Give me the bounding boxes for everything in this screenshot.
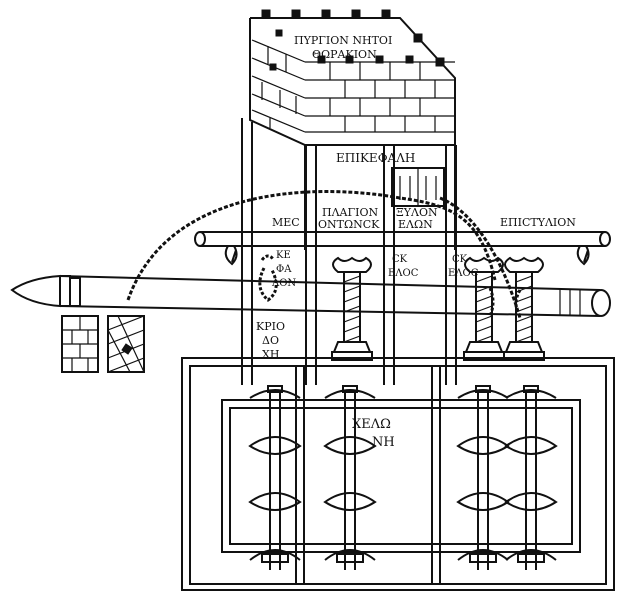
frame-posts	[241, 118, 457, 385]
wheel-icon	[456, 492, 510, 511]
label-fa: ΦΑ	[276, 264, 292, 275]
wheel-icon	[248, 492, 302, 511]
chain-wraps-icon	[488, 287, 522, 317]
wheel-icon	[504, 436, 558, 455]
wheel-icon	[324, 549, 376, 561]
tower-brick-rows	[251, 39, 306, 133]
wheel-icon	[249, 549, 301, 561]
wheel-axles	[248, 385, 558, 570]
label-do: ΔΟ	[262, 334, 279, 347]
chain-loop-icon	[258, 254, 278, 302]
beam-edges	[200, 231, 605, 247]
beam-end-left	[194, 231, 206, 247]
label-ke: ΚΕ	[276, 250, 291, 261]
base-core-inner	[229, 407, 573, 545]
label-krio: ΚΡΙΟ	[256, 320, 285, 333]
ram-collar	[60, 275, 81, 307]
axle-foot	[517, 553, 545, 563]
wheel-icon	[456, 436, 510, 455]
capital-3-icon	[504, 256, 544, 273]
column-capitals	[332, 256, 544, 273]
label-skelos-a-1: ϹΚ	[392, 254, 408, 265]
ram-bands	[559, 289, 581, 316]
base-core-frame	[221, 399, 581, 553]
ram	[10, 274, 611, 317]
chelone-base	[181, 357, 615, 591]
axle-d	[525, 390, 537, 570]
wheel-icon	[324, 389, 376, 399]
wheel-icon	[457, 549, 509, 561]
tower: ΠΥΡΓΙΟΝ ΝΗΤΟΙ ΘΩΡΑΚΙΟΝ	[249, 9, 456, 250]
label-skelos-a-2: ΕΛΟϹ	[388, 268, 419, 279]
axle-cap	[267, 385, 283, 393]
ram-shaft	[59, 275, 601, 317]
wheel-icon	[504, 492, 558, 511]
wheel-icon	[457, 389, 509, 399]
label-skelos-b-2: ΕΛΟϹ	[448, 268, 479, 279]
label-skelos-b-1: ϹΚ	[452, 254, 468, 265]
wheel-icon	[505, 389, 557, 399]
label-chi: ΧΗ	[262, 348, 279, 361]
label-plagion: ΠΛΑΓΙΟΝ	[322, 206, 378, 219]
label-ontonsk: ΟΝΤΩΝϹΚ	[318, 218, 380, 231]
wheel-icon	[248, 436, 302, 455]
capital-2-icon	[464, 256, 504, 273]
leaf-right-icon	[576, 245, 590, 266]
base-inner-frame	[189, 365, 607, 585]
axle-a	[269, 390, 281, 570]
base-dividers	[295, 366, 441, 584]
wheel-icon	[505, 549, 557, 561]
capital-1-icon	[332, 256, 372, 273]
axle-foot	[469, 553, 497, 563]
axle-cap	[342, 385, 358, 393]
wheel-icon	[323, 492, 377, 511]
beam-end-right	[599, 231, 611, 247]
epikephali-housing: ΕΠΙΚΕΦΑΛΗ	[336, 151, 445, 207]
label-chelo: ΧΕΛΩ	[352, 417, 391, 432]
axle-cap	[523, 385, 539, 393]
wheel-icon	[249, 389, 301, 399]
wheel-icon	[323, 436, 377, 455]
axle-b	[344, 390, 356, 570]
leaf-left-icon	[224, 245, 238, 266]
ram-shaft-end	[591, 289, 611, 317]
wall-fragments	[61, 315, 145, 373]
tower-outline-left	[249, 18, 455, 146]
axle-foot	[261, 553, 289, 563]
label-mes: ΜΕϹ	[272, 216, 300, 229]
chain-rope	[126, 190, 497, 301]
tower-label-pyrgion: ΠΥΡΓΙΟΝ ΝΗΤΟΙ	[294, 34, 392, 47]
axle-cap	[475, 385, 491, 393]
label-lon: ΛΟΝ	[271, 278, 296, 289]
tower-label-thorakion: ΘΩΡΑΚΙΟΝ	[312, 48, 377, 61]
axle-c	[477, 390, 489, 570]
label-xylon: ΞΥΛΟΝ	[396, 206, 438, 219]
base-outer-frame	[181, 357, 615, 591]
tower-brick-rows-right	[305, 61, 455, 133]
label-epistylion: ΕΠΙϹΤΥΛΙΟΝ	[500, 216, 576, 229]
label-ne: ΝΗ	[372, 435, 395, 450]
label-elon: ΕΛΩΝ	[398, 218, 433, 231]
tower-battlements	[261, 9, 445, 71]
axle-foot	[336, 553, 364, 563]
ram-head-icon	[10, 274, 61, 308]
door-bars	[399, 176, 437, 200]
label-epikephali: ΕΠΙΚΕΦΑΛΗ	[336, 151, 415, 165]
epistylion-beam	[194, 231, 611, 266]
